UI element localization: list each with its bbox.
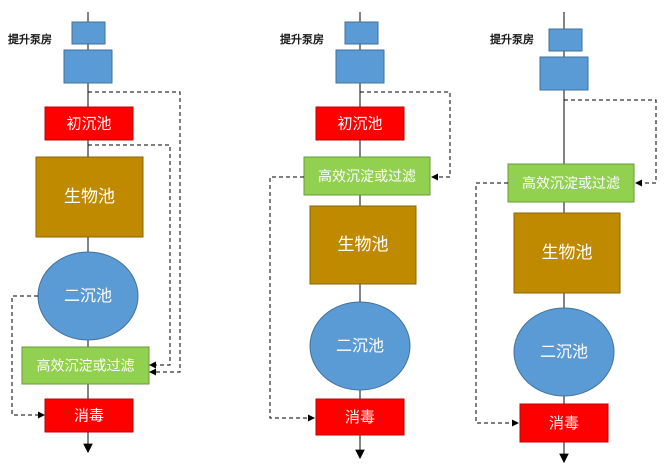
- node-label-secondary: 二沉池: [540, 342, 588, 361]
- bypass-line-left: [269, 176, 315, 422]
- node-label-disinfect: 消毒: [549, 414, 579, 432]
- node-label-bio: 生物池: [542, 243, 593, 263]
- process-box-primary-settling: [44, 106, 134, 141]
- pump-box-bottom: [335, 49, 385, 84]
- node-label-advanced: 高效沉淀或过滤: [37, 358, 135, 375]
- process-box-advanced-treatment: [21, 346, 150, 385]
- node-label-primary: 初沉池: [66, 115, 111, 133]
- process-box-biological: [513, 212, 621, 294]
- pump-box-top: [71, 21, 106, 45]
- process-box-secondary-settling: [309, 301, 411, 391]
- pump-box-top: [344, 21, 379, 45]
- node-label-disinfect: 消毒: [74, 407, 104, 425]
- node-label-disinfect: 消毒: [345, 408, 375, 426]
- process-column-2: [269, 12, 451, 460]
- node-label-advanced: 高效沉淀或过滤: [318, 168, 416, 185]
- node-label-secondary: 二沉池: [336, 336, 384, 355]
- process-box-disinfection: [44, 398, 134, 433]
- process-box-primary-settling: [315, 106, 405, 141]
- bypass-line-left: [475, 182, 519, 427]
- process-box-disinfection: [315, 398, 405, 436]
- bypass-line-right: [564, 99, 657, 187]
- process-box-biological: [35, 156, 144, 238]
- pump-box-top: [548, 28, 583, 52]
- pump-label: 提升泵房: [280, 33, 324, 46]
- node-labels: 初沉池生物池二沉池高效沉淀或过滤消毒初沉池高效沉淀或过滤生物池二沉池消毒高效沉淀…: [37, 115, 621, 433]
- bypass-line-inner: [88, 144, 171, 369]
- pump-label: 提升泵房: [8, 33, 52, 46]
- pump-box-bottom: [539, 56, 589, 91]
- bypass-line-right: [360, 91, 451, 181]
- node-label-secondary: 二沉池: [64, 286, 112, 305]
- bypass-line-outer: [88, 91, 181, 376]
- node-label-advanced: 高效沉淀或过滤: [522, 175, 620, 192]
- process-box-advanced-treatment: [303, 156, 431, 196]
- node-label-bio: 生物池: [338, 235, 389, 255]
- process-box-secondary-settling: [513, 307, 615, 397]
- node-label-bio: 生物池: [64, 187, 115, 207]
- process-box-biological: [309, 205, 417, 285]
- pump-label: 提升泵房: [490, 33, 534, 46]
- pump-box-bottom: [63, 49, 113, 84]
- node-label-primary: 初沉池: [337, 115, 382, 133]
- process-box-disinfection: [519, 403, 609, 443]
- process-column-1: [11, 12, 181, 454]
- bypass-line-left: [11, 295, 45, 419]
- process-column-3: [475, 12, 657, 464]
- process-box-advanced-treatment: [507, 163, 635, 203]
